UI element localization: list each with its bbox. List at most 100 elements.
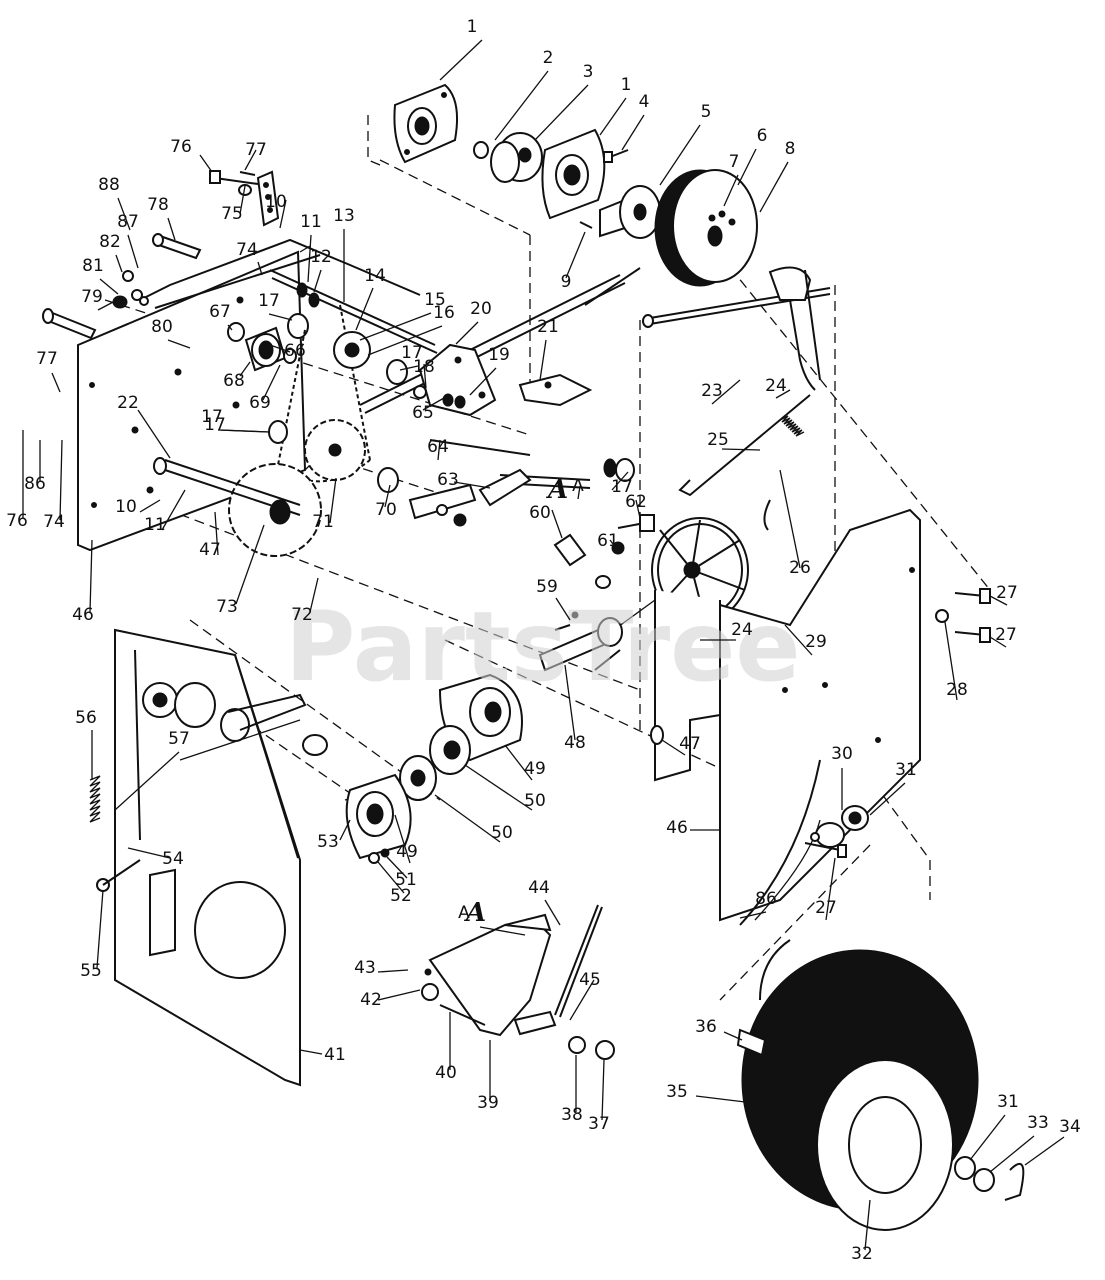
part-number-label: 82 xyxy=(99,232,121,252)
leader-line xyxy=(115,254,123,273)
part-number-label: 31 xyxy=(895,760,917,780)
part-number-label: 1 xyxy=(467,17,478,37)
leader-line xyxy=(989,1135,1035,1173)
part-number-label: 86 xyxy=(24,474,46,494)
leader-line xyxy=(227,324,233,331)
leader-line xyxy=(661,739,686,756)
leader-line xyxy=(59,439,63,521)
part-number-label: 88 xyxy=(98,175,120,195)
part-number-label: 27 xyxy=(995,625,1017,645)
part-number-label: 80 xyxy=(151,317,173,337)
leader-line xyxy=(621,114,645,151)
leader-line xyxy=(239,361,251,377)
leader-line xyxy=(611,471,629,491)
leader-line xyxy=(96,889,104,969)
leader-line xyxy=(235,524,265,605)
leader-line xyxy=(99,278,119,295)
leader-line xyxy=(739,911,767,919)
part-number-label: A xyxy=(572,476,584,496)
part-number-label: 69 xyxy=(249,393,271,413)
part-number-label: 65 xyxy=(412,403,434,423)
leader-line xyxy=(864,1199,871,1251)
leader-line xyxy=(279,199,287,229)
part-number-label: 47 xyxy=(679,734,701,754)
leader-line xyxy=(599,97,627,136)
leader-line xyxy=(723,174,739,207)
part-number-label: 38 xyxy=(561,1105,583,1125)
part-number-label: 87 xyxy=(117,212,139,232)
part-number-label: 81 xyxy=(82,256,104,276)
leader-line xyxy=(551,509,563,539)
part-number-label: 27 xyxy=(815,898,837,918)
part-number-label: 36 xyxy=(695,1017,717,1037)
part-number-label: 51 xyxy=(395,870,417,890)
part-number-label: 77 xyxy=(245,140,267,160)
upper-pulley-assembly xyxy=(393,83,758,287)
part-number-label: 17 xyxy=(258,291,280,311)
leader-line xyxy=(137,409,171,459)
part-number-label: A xyxy=(458,903,470,923)
leader-line xyxy=(422,397,445,411)
part-number-label: 17 xyxy=(204,415,226,435)
part-number-label: 73 xyxy=(216,597,238,617)
part-number-label: 72 xyxy=(291,605,313,625)
part-number-label: 8 xyxy=(785,139,796,159)
leader-line xyxy=(721,448,761,451)
part-number-label: 63 xyxy=(437,470,459,490)
part-number-label: 77 xyxy=(36,349,58,369)
leader-line xyxy=(775,389,791,399)
leader-line xyxy=(313,269,322,293)
rod-and-spring xyxy=(642,266,831,531)
part-number-label: 74 xyxy=(43,512,65,532)
part-number-label: 61 xyxy=(597,531,619,551)
part-number-label: 52 xyxy=(390,886,412,906)
leader-line xyxy=(269,344,291,353)
part-number-label: 32 xyxy=(851,1244,873,1264)
leader-line xyxy=(329,477,337,524)
part-number-label: 6 xyxy=(757,126,768,146)
leader-line xyxy=(384,484,391,508)
part-number-label: 41 xyxy=(324,1045,346,1065)
part-number-label: 4 xyxy=(639,92,650,112)
part-number-label: 30 xyxy=(831,744,853,764)
part-number-label: 1 xyxy=(621,75,632,95)
leader-line xyxy=(220,429,269,433)
leader-line xyxy=(268,313,293,321)
part-number-label: 47 xyxy=(199,540,221,560)
bracket-21 xyxy=(518,373,593,407)
bearing-housing xyxy=(227,322,297,372)
part-number-label: 13 xyxy=(333,206,355,226)
part-number-label: 28 xyxy=(946,680,968,700)
callout-letters: AA xyxy=(463,475,568,928)
part-number-label: 76 xyxy=(6,511,28,531)
leader-line xyxy=(355,287,374,331)
part-number-label: 24 xyxy=(765,376,787,396)
leader-line xyxy=(139,499,161,513)
leader-line xyxy=(989,636,1007,648)
leader-line xyxy=(439,39,483,81)
wheel-tire xyxy=(736,939,1025,1231)
leader-lines xyxy=(22,39,1065,1251)
leader-line xyxy=(659,124,701,186)
leader-line xyxy=(635,499,641,519)
part-number-label: 74 xyxy=(236,240,258,260)
part-number-label: 67 xyxy=(209,302,231,322)
part-number-label: 9 xyxy=(561,272,572,292)
leader-line xyxy=(723,1031,743,1041)
part-number-label: 66 xyxy=(284,341,306,361)
leader-line xyxy=(609,539,617,549)
part-number-label: 54 xyxy=(162,849,184,869)
shift-lever-assembly xyxy=(421,904,615,1060)
part-number-label: 53 xyxy=(317,832,339,852)
leader-line xyxy=(51,372,61,393)
leader-line xyxy=(944,621,958,701)
leader-line xyxy=(262,364,281,401)
part-number-label: 64 xyxy=(427,437,449,457)
part-number-label: 71 xyxy=(312,512,334,532)
leader-line xyxy=(167,339,191,349)
callout-letter: A xyxy=(463,898,486,928)
part-number-label: 12 xyxy=(310,247,332,267)
part-number-label: 76 xyxy=(170,137,192,157)
part-number-label: 62 xyxy=(625,492,647,512)
